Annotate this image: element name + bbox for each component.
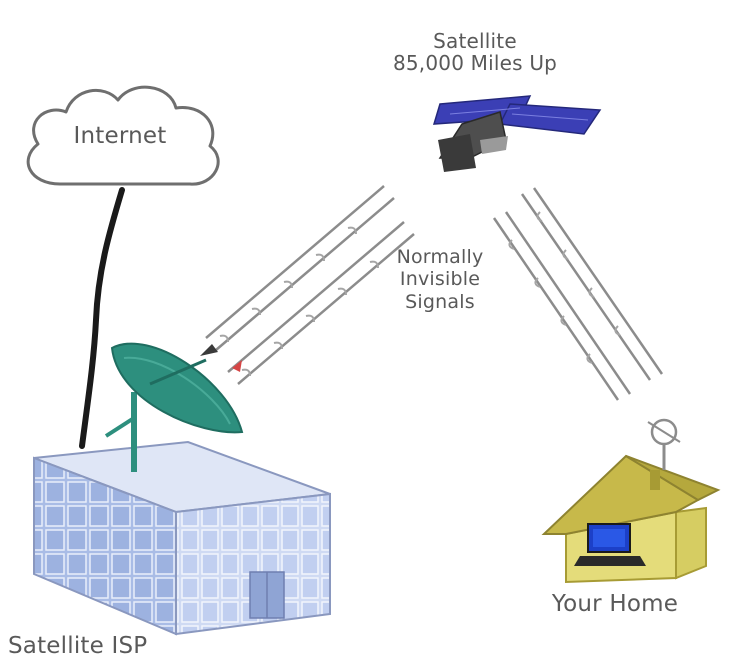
uplink-signal — [200, 185, 415, 385]
office-building-icon — [33, 440, 331, 636]
internet-label: Internet — [40, 123, 200, 150]
downlink-signal — [492, 187, 664, 401]
computer-icon — [574, 523, 646, 566]
satellite-label-line1: Satellite — [433, 29, 517, 53]
cable-icon — [79, 187, 125, 449]
home-label: Your Home — [510, 591, 720, 618]
satellite-label: Satellite 85,000 Miles Up — [360, 30, 590, 75]
home-label-text: Your Home — [551, 591, 679, 617]
internet-label-text: Internet — [73, 123, 167, 149]
satellite-icon — [432, 95, 602, 172]
isp-label-text: Satellite ISP — [8, 633, 148, 659]
isp-label: Satellite ISP — [8, 633, 228, 660]
signals-label-line2: Invisible — [399, 268, 481, 291]
cloud-icon — [26, 85, 220, 186]
signals-label-line1: Normally — [396, 246, 484, 268]
signals-label-line3: Signals — [405, 290, 475, 313]
satellite-label-line2: 85,000 Miles Up — [392, 51, 558, 76]
satellite-dish-icon — [104, 342, 244, 472]
signals-label: Normally Invisible Signals — [370, 246, 510, 313]
